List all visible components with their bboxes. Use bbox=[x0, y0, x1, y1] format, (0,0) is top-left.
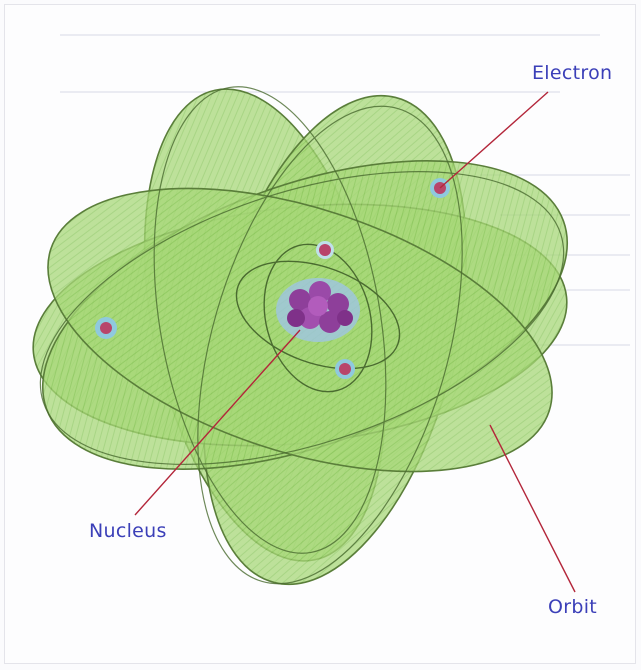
electron-inner-top bbox=[316, 241, 334, 259]
leader-line-orbit bbox=[490, 425, 575, 592]
electron-left bbox=[95, 317, 117, 339]
nucleus-label: Nucleus bbox=[89, 520, 167, 542]
nucleus bbox=[276, 278, 360, 342]
electron-label: Electron bbox=[532, 62, 612, 84]
orbit-label: Orbit bbox=[548, 596, 597, 618]
electron-inner-bottom bbox=[335, 359, 355, 379]
